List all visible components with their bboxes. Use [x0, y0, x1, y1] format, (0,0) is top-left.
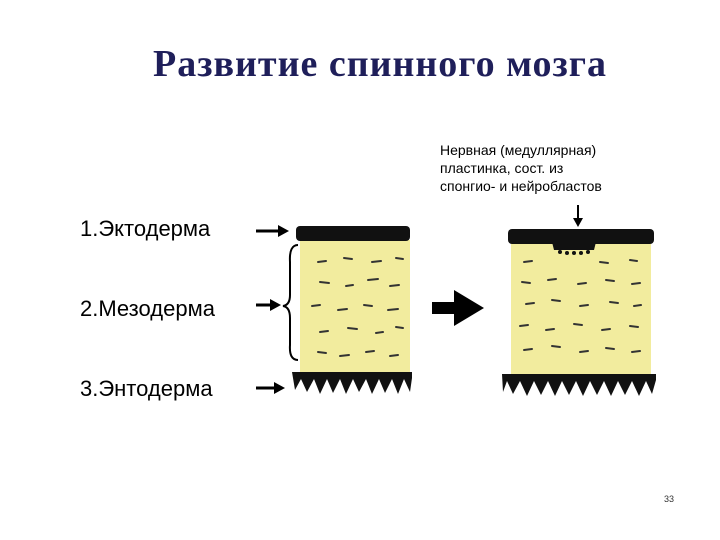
arrow-mesoderm [256, 299, 281, 311]
arrow-endoderm [256, 382, 285, 394]
ectoderm-layer-left [296, 226, 410, 241]
neural-plate-pointer [573, 205, 583, 227]
label-ectoderm: 1.Эктодерма [80, 216, 211, 241]
slide-title: Развитие спинного мозга [153, 43, 607, 85]
endoderm-layer-left [292, 372, 412, 394]
arrow-ectoderm [256, 225, 289, 237]
embryo-block-left [292, 226, 412, 394]
embryo-block-right [502, 205, 656, 396]
mesoderm-brace [282, 244, 299, 361]
neuroblasts [558, 250, 590, 255]
note-line-1: Нервная (медуллярная) [440, 142, 597, 158]
transition-arrow [432, 290, 484, 326]
page-number: 33 [664, 494, 675, 504]
endoderm-layer-right [502, 374, 656, 396]
neural-plate-note: Нервная (медуллярная) пластинка, сост. и… [440, 141, 670, 195]
mesoderm-cells-right [519, 259, 642, 353]
ectoderm-layer-right [508, 229, 654, 244]
label-endoderm: 3.Энтодерма [80, 376, 213, 401]
mesoderm-cells-left [311, 257, 404, 357]
note-line-2: пластинка, сост. из [440, 160, 564, 176]
mesoderm-layer-right [511, 242, 651, 377]
neural-plate [552, 242, 596, 250]
label-mesoderm: 2.Мезодерма [80, 296, 215, 321]
note-line-3: спонгио- и нейробластов [440, 178, 602, 194]
